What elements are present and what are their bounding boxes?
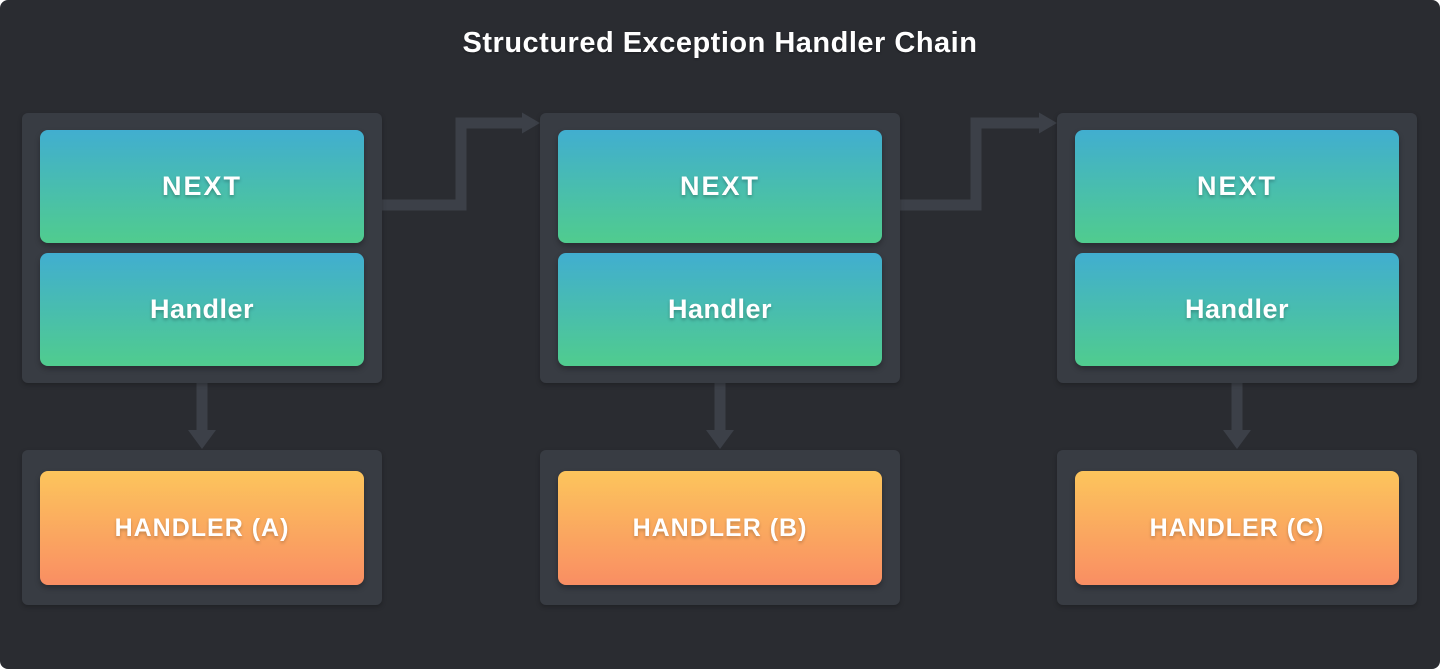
seh-record-1-handler-field: Handler xyxy=(40,253,364,366)
handler-label: Handler xyxy=(667,294,773,324)
handler-function-b: HANDLER (B) xyxy=(558,471,882,585)
handler-function-container-1: HANDLER (A) xyxy=(22,450,382,605)
handler-down-arrow-1 xyxy=(188,383,216,449)
handler-function-a: HANDLER (A) xyxy=(40,471,364,585)
seh-record-2-handler-field: Handler xyxy=(558,253,882,366)
handler-function-label: HANDLER (A) xyxy=(114,513,290,542)
handler-down-arrow-2 xyxy=(706,383,734,449)
seh-record-3: NEXT Handler xyxy=(1057,113,1417,383)
seh-record-2-next-field: NEXT xyxy=(558,130,882,243)
next-link-arrow-2 xyxy=(900,112,1057,211)
diagram-title: Structured Exception Handler Chain xyxy=(462,27,978,59)
next-link-arrow-1 xyxy=(382,112,540,211)
seh-record-1: NEXT Handler xyxy=(22,113,382,383)
handler-function-container-2: HANDLER (B) xyxy=(540,450,900,605)
handler-label: Handler xyxy=(149,294,255,324)
handler-function-c: HANDLER (C) xyxy=(1075,471,1399,585)
seh-record-1-next-field: NEXT xyxy=(40,130,364,243)
handler-label: Handler xyxy=(1184,294,1290,324)
next-label: NEXT xyxy=(679,171,760,201)
next-label: NEXT xyxy=(1196,171,1277,201)
seh-record-3-next-field: NEXT xyxy=(1075,130,1399,243)
handler-function-label: HANDLER (C) xyxy=(1149,513,1325,542)
seh-record-2: NEXT Handler xyxy=(540,113,900,383)
seh-record-3-handler-field: Handler xyxy=(1075,253,1399,366)
next-label: NEXT xyxy=(161,171,242,201)
handler-down-arrow-3 xyxy=(1223,383,1251,449)
handler-function-label: HANDLER (B) xyxy=(632,513,808,542)
handler-function-container-3: HANDLER (C) xyxy=(1057,450,1417,605)
